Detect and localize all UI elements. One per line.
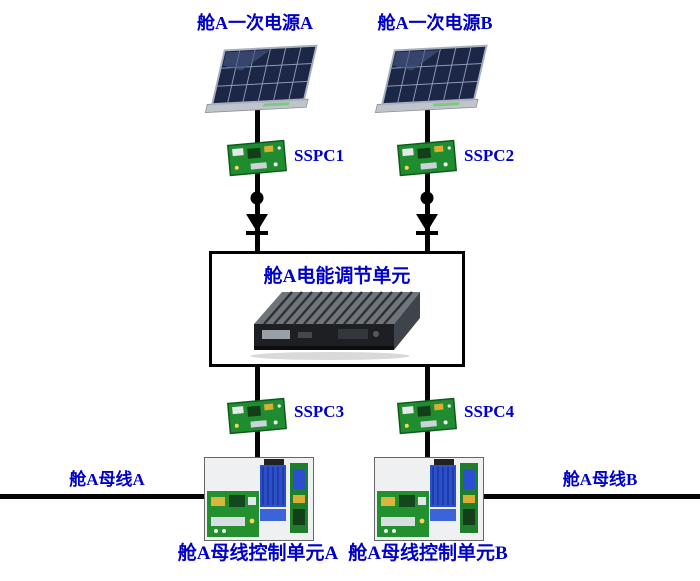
sspc2-label: SSPC2 xyxy=(464,146,515,165)
connector-source-b-to-pcu xyxy=(425,96,430,252)
bus-a-line xyxy=(0,494,208,499)
pcu-title: 舱A电能调节单元 xyxy=(263,266,411,287)
diode-a-icon xyxy=(246,191,268,246)
sspc1-board-icon xyxy=(226,139,288,177)
pcu-device-icon xyxy=(250,291,420,360)
bus-a-label: 舱A母线A xyxy=(69,470,145,489)
sspc3-label: SSPC3 xyxy=(294,402,345,421)
bus-controller-b-icon xyxy=(374,457,484,541)
sspc4-label: SSPC4 xyxy=(464,402,515,421)
solar-panel-b-icon xyxy=(374,44,488,113)
solar-panel-a-icon xyxy=(204,44,318,113)
source-b-label: 舱A一次电源B xyxy=(377,13,493,33)
sspc2-board-icon xyxy=(396,139,458,177)
connector-source-a-to-pcu xyxy=(255,96,260,252)
diode-b-icon xyxy=(416,191,438,246)
controller-b-label: 舱A母线控制单元B xyxy=(348,543,508,564)
bus-b-label: 舱A母线B xyxy=(562,470,638,489)
sspc3-board-icon xyxy=(226,397,288,435)
controller-a-label: 舱A母线控制单元A xyxy=(177,543,339,564)
bus-controller-a-icon xyxy=(204,457,314,541)
pcu-box: 舱A电能调节单元 xyxy=(209,251,465,367)
sspc1-label: SSPC1 xyxy=(294,146,345,165)
bus-b-line xyxy=(482,494,700,499)
sspc4-board-icon xyxy=(396,397,458,435)
source-a-label: 舱A一次电源A xyxy=(197,13,313,33)
